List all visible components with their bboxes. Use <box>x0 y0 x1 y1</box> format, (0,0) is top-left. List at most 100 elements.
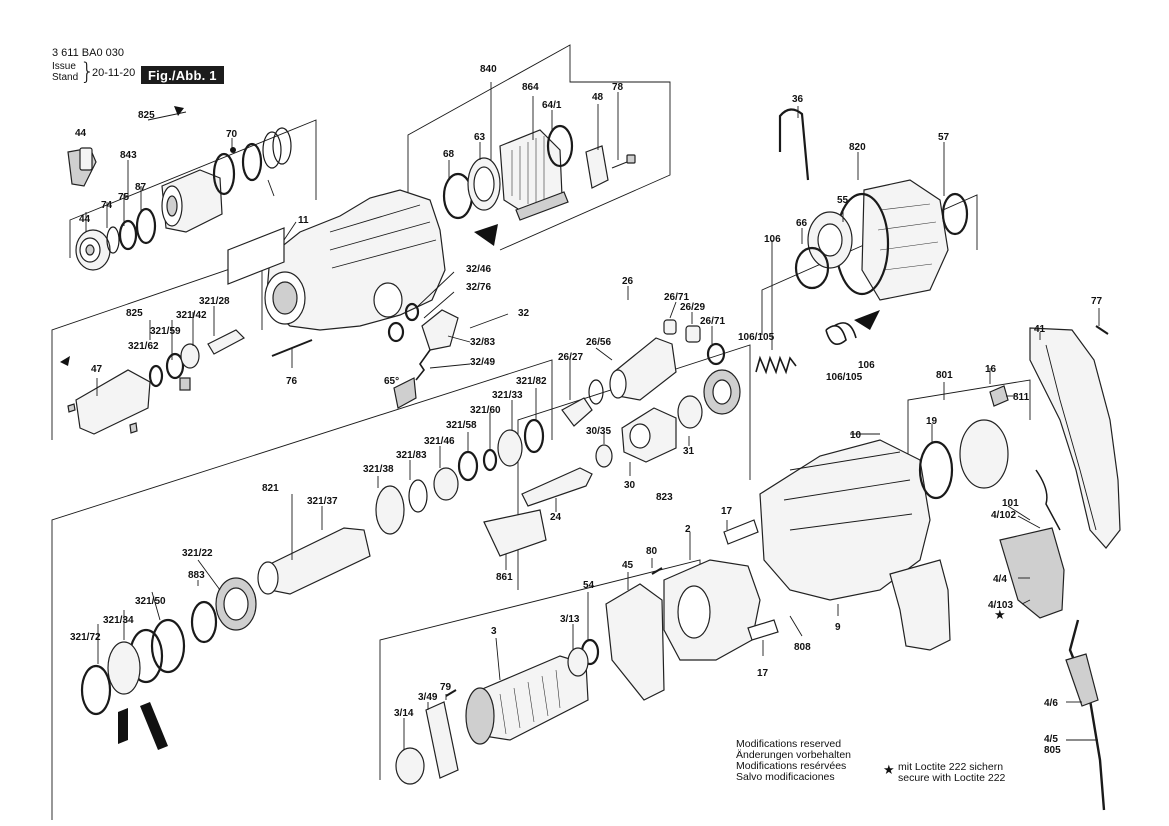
part-3-13-bearing-icon <box>567 647 589 677</box>
callout-106-105-left: 106/105 <box>738 332 775 343</box>
callout-44-bottom: 44 <box>79 214 91 225</box>
callout-321-60: 321/60 <box>470 405 501 416</box>
part-321-28-pin-icon <box>207 329 245 355</box>
callout-68: 68 <box>443 149 455 160</box>
callout-26-27: 26/27 <box>558 352 583 363</box>
callout-3-49: 3/49 <box>418 692 438 703</box>
callout-321-50: 321/50 <box>135 596 166 607</box>
part-44-dust-cap-icon <box>75 229 111 271</box>
part-47-tool-holder-icon <box>75 369 151 435</box>
callout-26-71-a: 26/71 <box>664 292 689 303</box>
part-321-60-ring-icon <box>482 448 498 472</box>
modifications-line-fr: Modifications resérvées <box>736 760 847 772</box>
callout-32-49: 32/49 <box>470 357 495 368</box>
modifications-line-de: Änderungen vorbehalten <box>736 749 852 761</box>
callout-805: 805 <box>1044 745 1061 756</box>
callout-4-103: 4/103 <box>988 600 1013 611</box>
part-78-head-icon <box>626 154 636 164</box>
callout-26: 26 <box>622 276 634 287</box>
group-frames <box>51 44 1031 820</box>
modifications-line-en: Modifications reserved <box>736 738 842 750</box>
callout-883: 883 <box>188 570 205 581</box>
callout-26-29: 26/29 <box>680 302 705 313</box>
part-4-6-sleeve-icon <box>1065 653 1099 707</box>
part-321-59-ring-icon <box>165 352 185 380</box>
callout-321-59: 321/59 <box>150 326 181 337</box>
part-26-71a-pin-icon <box>663 319 677 335</box>
callout-3-14: 3/14 <box>394 708 414 719</box>
callout-321-28: 321/28 <box>199 296 230 307</box>
part-57-ring-icon <box>941 192 969 236</box>
part-small-b-icon <box>129 422 138 434</box>
part-ring-a-icon <box>241 142 263 182</box>
callout-820: 820 <box>849 142 866 153</box>
part-66-bearing-icon <box>807 211 853 269</box>
callout-44-top: 44 <box>75 128 87 139</box>
callout-74: 74 <box>101 200 113 211</box>
callout-66: 66 <box>796 218 808 229</box>
callout-65-degrees: 65° <box>384 376 399 387</box>
callout-48: 48 <box>592 92 604 103</box>
callout-3: 3 <box>491 626 497 637</box>
callout-32-83: 32/83 <box>470 337 495 348</box>
leader-lines <box>85 82 1100 750</box>
callout-101: 101 <box>1002 498 1019 509</box>
callout-801: 801 <box>936 370 953 381</box>
part-321-50-ring-icon <box>150 618 186 674</box>
callout-321-38: 321/38 <box>363 464 394 475</box>
part-41-handle-icon <box>1029 327 1121 549</box>
part-77-screw-icon <box>1095 325 1109 335</box>
part-801-brush-plate-icon <box>959 419 1009 489</box>
callout-11: 11 <box>298 215 309 226</box>
arrow-marker-icon <box>854 310 880 330</box>
callout-861: 861 <box>496 572 513 583</box>
part-small-a-icon <box>67 403 76 413</box>
callout-4-6: 4/6 <box>1044 698 1058 709</box>
part-321-38-cage-icon <box>375 485 405 535</box>
part-cable-icon <box>1068 619 1106 811</box>
grease-tube-icon <box>515 191 569 221</box>
part-80-screw-icon <box>651 567 663 575</box>
callout-31: 31 <box>683 446 695 457</box>
part-87-seal-icon <box>135 207 157 245</box>
callout-321-37: 321/37 <box>307 496 338 507</box>
part-32-76-ring-icon <box>404 302 420 322</box>
callout-106-right: 106 <box>858 360 875 371</box>
part-321-72-ring-icon <box>80 664 112 716</box>
part-26-71b-ring-icon <box>706 342 726 366</box>
part-26-29-pin-icon <box>685 325 701 343</box>
part-spring-icon <box>262 131 282 169</box>
callout-labels: 840 864 64/1 48 78 825 44 843 74 75 87 7… <box>70 64 1103 756</box>
part-clip-b-icon <box>179 377 191 391</box>
callout-321-33: 321/33 <box>492 390 523 401</box>
part-10-motor-housing-icon <box>759 439 931 601</box>
part-101-wire-icon <box>1035 469 1061 531</box>
callout-80: 80 <box>646 546 658 557</box>
part-11-gear-housing-icon <box>264 189 446 331</box>
brace-glyph: } <box>80 59 95 85</box>
callout-825-mid: 825 <box>126 308 143 319</box>
callout-76: 76 <box>286 376 298 387</box>
issue-label: Issue <box>52 61 76 72</box>
callout-10: 10 <box>850 430 862 441</box>
loctite-line-en: secure with Loctite 222 <box>898 772 1006 784</box>
callout-41: 41 <box>1034 324 1046 335</box>
callout-30-35: 30/35 <box>586 426 611 437</box>
part-321-33-ring-icon <box>497 429 523 467</box>
callout-321-42: 321/42 <box>176 310 207 321</box>
callout-321-72: 321/72 <box>70 632 101 643</box>
direction-arrow-left-icon <box>60 356 70 366</box>
part-321-62-ring-icon <box>148 364 164 388</box>
part-30-35-ring-icon <box>595 444 613 468</box>
part-3-armature-icon <box>465 655 589 745</box>
callout-823: 823 <box>656 492 673 503</box>
part-2-stator-icon <box>663 559 761 661</box>
callout-54: 54 <box>583 580 595 591</box>
part-clip-icon <box>267 179 275 197</box>
part-17b-clip-icon <box>747 619 779 641</box>
part-106-105-spring-icon <box>755 355 797 375</box>
callout-4-5: 4/5 <box>1044 734 1058 745</box>
callout-321-62: 321/62 <box>128 341 159 352</box>
